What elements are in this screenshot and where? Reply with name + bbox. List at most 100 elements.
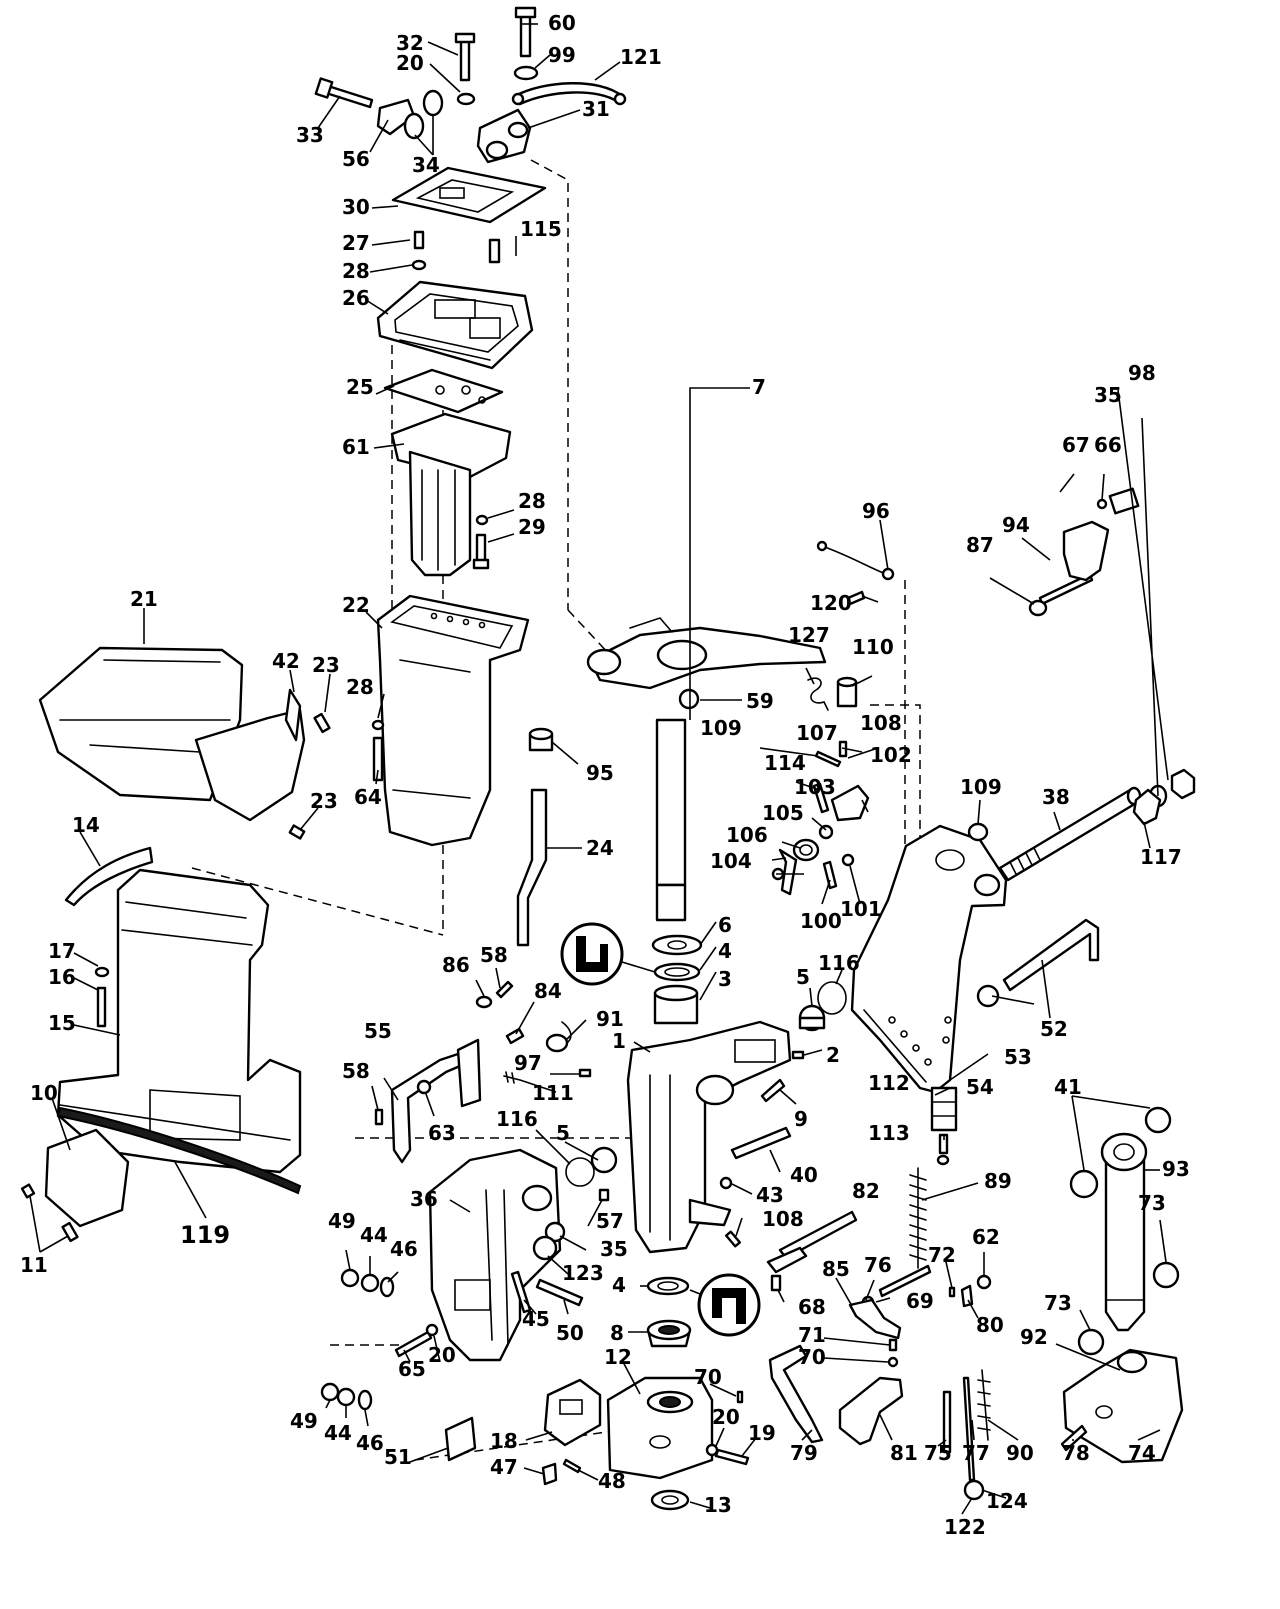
callout-73: 73	[1138, 1191, 1166, 1215]
callout-22: 22	[342, 593, 370, 617]
part-23-screw-lower	[288, 824, 306, 840]
part-26-adapter	[376, 280, 534, 370]
part-15-driveshaft-housing	[56, 868, 302, 1174]
part-63-washer	[416, 1079, 432, 1095]
part-111-spring	[503, 1071, 521, 1084]
callout-70a: 70	[694, 1365, 722, 1389]
callout-35: 35	[1094, 383, 1122, 407]
part-38-tilt-tube	[998, 786, 1142, 882]
callout-4b: 4	[612, 1273, 626, 1297]
callout-108: 108	[860, 711, 902, 735]
part-34-washers	[403, 89, 444, 140]
callout-116b: 116	[496, 1107, 538, 1131]
callout-46b: 46	[356, 1431, 384, 1455]
callout-107: 107	[796, 721, 838, 745]
part-57-grease-fitting	[598, 1188, 610, 1202]
part-47-clip	[541, 1462, 558, 1486]
callout-32: 32	[396, 31, 424, 55]
part-76-rod	[878, 1264, 932, 1298]
part-109-bushing-right	[967, 822, 989, 842]
callout-117: 117	[1140, 845, 1182, 869]
part-59-nut	[678, 688, 700, 710]
part-28-washer-mid	[475, 514, 489, 526]
callout-29: 29	[518, 515, 546, 539]
part-121-ground-strap	[511, 82, 627, 106]
callout-26: 26	[342, 286, 370, 310]
part-80-bracket	[960, 1284, 974, 1308]
part-5-bushing-left	[590, 1146, 618, 1174]
part-67-screw	[1096, 498, 1108, 510]
part-40-tilt-pin	[730, 1126, 792, 1160]
part-53-bushing	[976, 984, 1000, 1008]
callout-59: 59	[746, 689, 774, 713]
callout-20c: 20	[712, 1405, 740, 1429]
assembly-guide-lines	[191, 159, 921, 1461]
part-73-bushing-right	[1152, 1261, 1180, 1289]
callout-55: 55	[364, 1019, 392, 1043]
part-105-spring	[792, 838, 820, 862]
callout-100: 100	[800, 909, 842, 933]
callout-64: 64	[354, 785, 382, 809]
callout-81: 81	[890, 1441, 918, 1465]
callout-114: 114	[764, 751, 806, 775]
callout-110: 110	[852, 635, 894, 659]
part-89-spring	[909, 1167, 927, 1269]
part-68-screw	[770, 1274, 782, 1292]
callout-30: 30	[342, 195, 370, 219]
part-18-bracket	[543, 1378, 602, 1447]
part-65-bolt	[394, 1330, 433, 1358]
callout-54: 54	[966, 1075, 994, 1099]
part-81-lever	[838, 1376, 904, 1446]
callout-23b: 23	[310, 789, 338, 813]
part-42-plate	[194, 688, 306, 822]
part-78-pin	[1060, 1424, 1088, 1452]
callout-58b: 58	[342, 1059, 370, 1083]
part-127-spring	[807, 677, 829, 711]
callout-20: 20	[396, 51, 424, 75]
part-79-lever	[768, 1344, 824, 1444]
part-28-washer-top	[411, 259, 427, 271]
part-4-seal-lower	[646, 1276, 690, 1296]
callout-73b: 73	[1044, 1291, 1072, 1315]
part-46-washer-bottom	[357, 1389, 373, 1411]
part-10-cover-plate	[44, 1128, 130, 1228]
callout-10: 10	[30, 1081, 58, 1105]
callout-7: 7	[752, 375, 766, 399]
part-117-bracket	[1132, 788, 1162, 826]
part-103-screw	[818, 824, 834, 840]
callout-31: 31	[582, 97, 610, 121]
callout-90: 90	[1006, 1441, 1034, 1465]
callout-94: 94	[1002, 513, 1030, 537]
callout-19: 19	[748, 1421, 776, 1445]
callout-69: 69	[906, 1289, 934, 1313]
part-46-washer-top	[379, 1276, 395, 1298]
callout-56: 56	[342, 147, 370, 171]
callout-63: 63	[428, 1121, 456, 1145]
callout-6: 6	[718, 913, 732, 937]
part-1-swivel-bracket	[626, 1020, 792, 1254]
callout-3: 3	[718, 967, 732, 991]
part-52-rod	[1002, 918, 1100, 992]
part-21-exhaust-cover	[38, 646, 244, 802]
part-62-nut	[976, 1274, 992, 1290]
part-99-washer	[513, 65, 539, 81]
part-93-tilt-cylinder	[1100, 1132, 1148, 1332]
callout-14: 14	[72, 813, 100, 837]
callout-102: 102	[870, 743, 912, 767]
part-49-nut-top	[340, 1268, 360, 1288]
callout-123: 123	[562, 1261, 604, 1285]
part-116-cap-right	[817, 981, 847, 1015]
callout-119: 119	[180, 1221, 230, 1249]
callout-80: 80	[976, 1313, 1004, 1337]
callout-44: 44	[360, 1223, 388, 1247]
callout-76: 76	[864, 1253, 892, 1277]
part-20-washer-top	[456, 92, 476, 106]
part-5-bushing-right	[798, 1004, 826, 1032]
part-20-washer-mid	[425, 1323, 439, 1337]
part-95-grommet	[528, 727, 554, 752]
part-113-pin	[936, 1133, 950, 1166]
part-7-steering-tube	[655, 718, 687, 922]
callout-1: 1	[612, 1029, 626, 1053]
part-100-screw	[822, 860, 838, 890]
part-33-bolt	[314, 77, 374, 109]
